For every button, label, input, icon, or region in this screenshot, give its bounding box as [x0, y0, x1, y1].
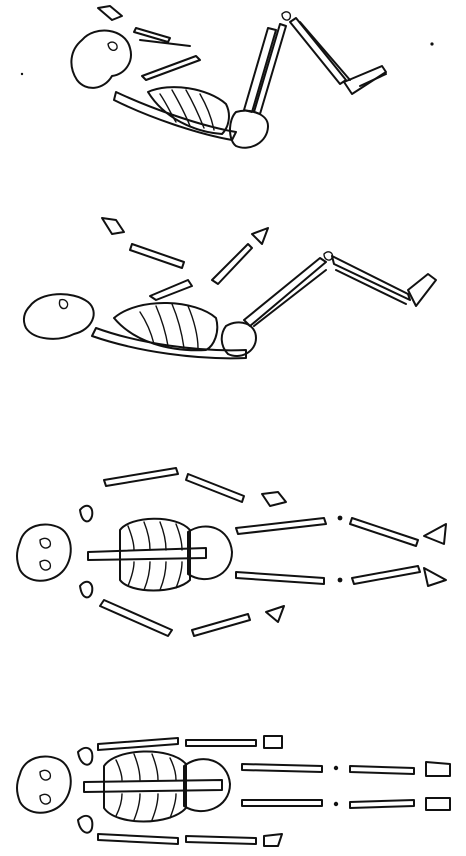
skull — [24, 294, 94, 339]
rib — [156, 306, 168, 346]
rib — [152, 794, 158, 820]
ribcage — [114, 303, 217, 350]
rib — [128, 526, 134, 550]
rib — [176, 524, 182, 550]
panel-1 — [21, 6, 434, 148]
eye-socket — [40, 538, 50, 548]
rib — [144, 522, 150, 550]
skull — [17, 524, 71, 580]
hand-bone — [252, 228, 268, 244]
patella — [338, 516, 343, 521]
femur — [236, 518, 326, 534]
patella — [338, 578, 343, 583]
tibia — [332, 256, 410, 300]
panel-4 — [17, 736, 450, 846]
foot — [424, 568, 446, 586]
forearm-bone — [192, 614, 250, 636]
foot — [426, 798, 450, 810]
rib — [134, 754, 140, 780]
patella — [334, 802, 338, 806]
clavicle — [80, 506, 92, 522]
pelvis — [230, 111, 268, 148]
femur — [244, 258, 326, 326]
rib — [188, 306, 198, 348]
rib — [128, 562, 134, 586]
humerus — [212, 244, 252, 284]
eye-socket — [40, 560, 50, 570]
eye-socket — [108, 42, 117, 50]
forearm-bone — [186, 474, 244, 502]
rib — [172, 304, 184, 348]
clavicle — [80, 582, 92, 598]
humerus — [98, 834, 178, 844]
speck — [430, 42, 433, 45]
pelvis — [184, 759, 230, 811]
femur — [244, 28, 276, 112]
femur — [242, 764, 322, 772]
femur — [254, 24, 286, 114]
tibia — [350, 518, 418, 546]
clavicle — [78, 816, 92, 833]
patella — [282, 12, 290, 20]
rib — [144, 562, 150, 590]
femur — [236, 572, 324, 584]
hand-bone — [264, 736, 282, 748]
eye-socket — [40, 770, 50, 780]
foot — [408, 274, 436, 306]
humerus — [98, 738, 178, 750]
rib — [152, 754, 158, 780]
humerus — [100, 600, 172, 636]
tibia — [300, 22, 350, 80]
skull — [71, 31, 131, 88]
femur — [242, 800, 322, 806]
eye-socket — [40, 794, 50, 804]
forearm-bone — [186, 740, 256, 746]
forearm-bone — [130, 244, 184, 268]
rib — [170, 794, 176, 818]
hand-bone — [266, 606, 284, 622]
rib — [116, 760, 122, 780]
tibia — [350, 800, 414, 808]
hand-bone — [264, 834, 282, 846]
rib — [116, 794, 122, 816]
hand-bone — [102, 218, 124, 234]
foot — [344, 66, 386, 94]
clavicle — [78, 748, 92, 765]
femur — [254, 270, 326, 326]
rib — [170, 758, 176, 780]
foot — [424, 524, 446, 544]
patella — [334, 766, 338, 770]
rib — [134, 794, 140, 820]
rib — [160, 562, 166, 590]
humerus — [142, 56, 200, 80]
hand-bone — [98, 6, 122, 20]
rib — [160, 522, 166, 550]
hand-bone — [262, 492, 286, 506]
humerus — [104, 468, 178, 486]
tibia — [352, 566, 420, 584]
scapula — [150, 280, 192, 300]
tibia — [290, 18, 346, 84]
foot — [360, 74, 386, 86]
panel-2 — [24, 218, 436, 358]
panel-3 — [17, 468, 446, 636]
forearm-bone — [186, 836, 256, 844]
eye-socket — [59, 300, 67, 309]
speck — [21, 73, 23, 75]
tibia — [350, 766, 414, 774]
rib — [176, 562, 182, 588]
pelvis — [188, 526, 232, 579]
foot — [426, 762, 450, 776]
